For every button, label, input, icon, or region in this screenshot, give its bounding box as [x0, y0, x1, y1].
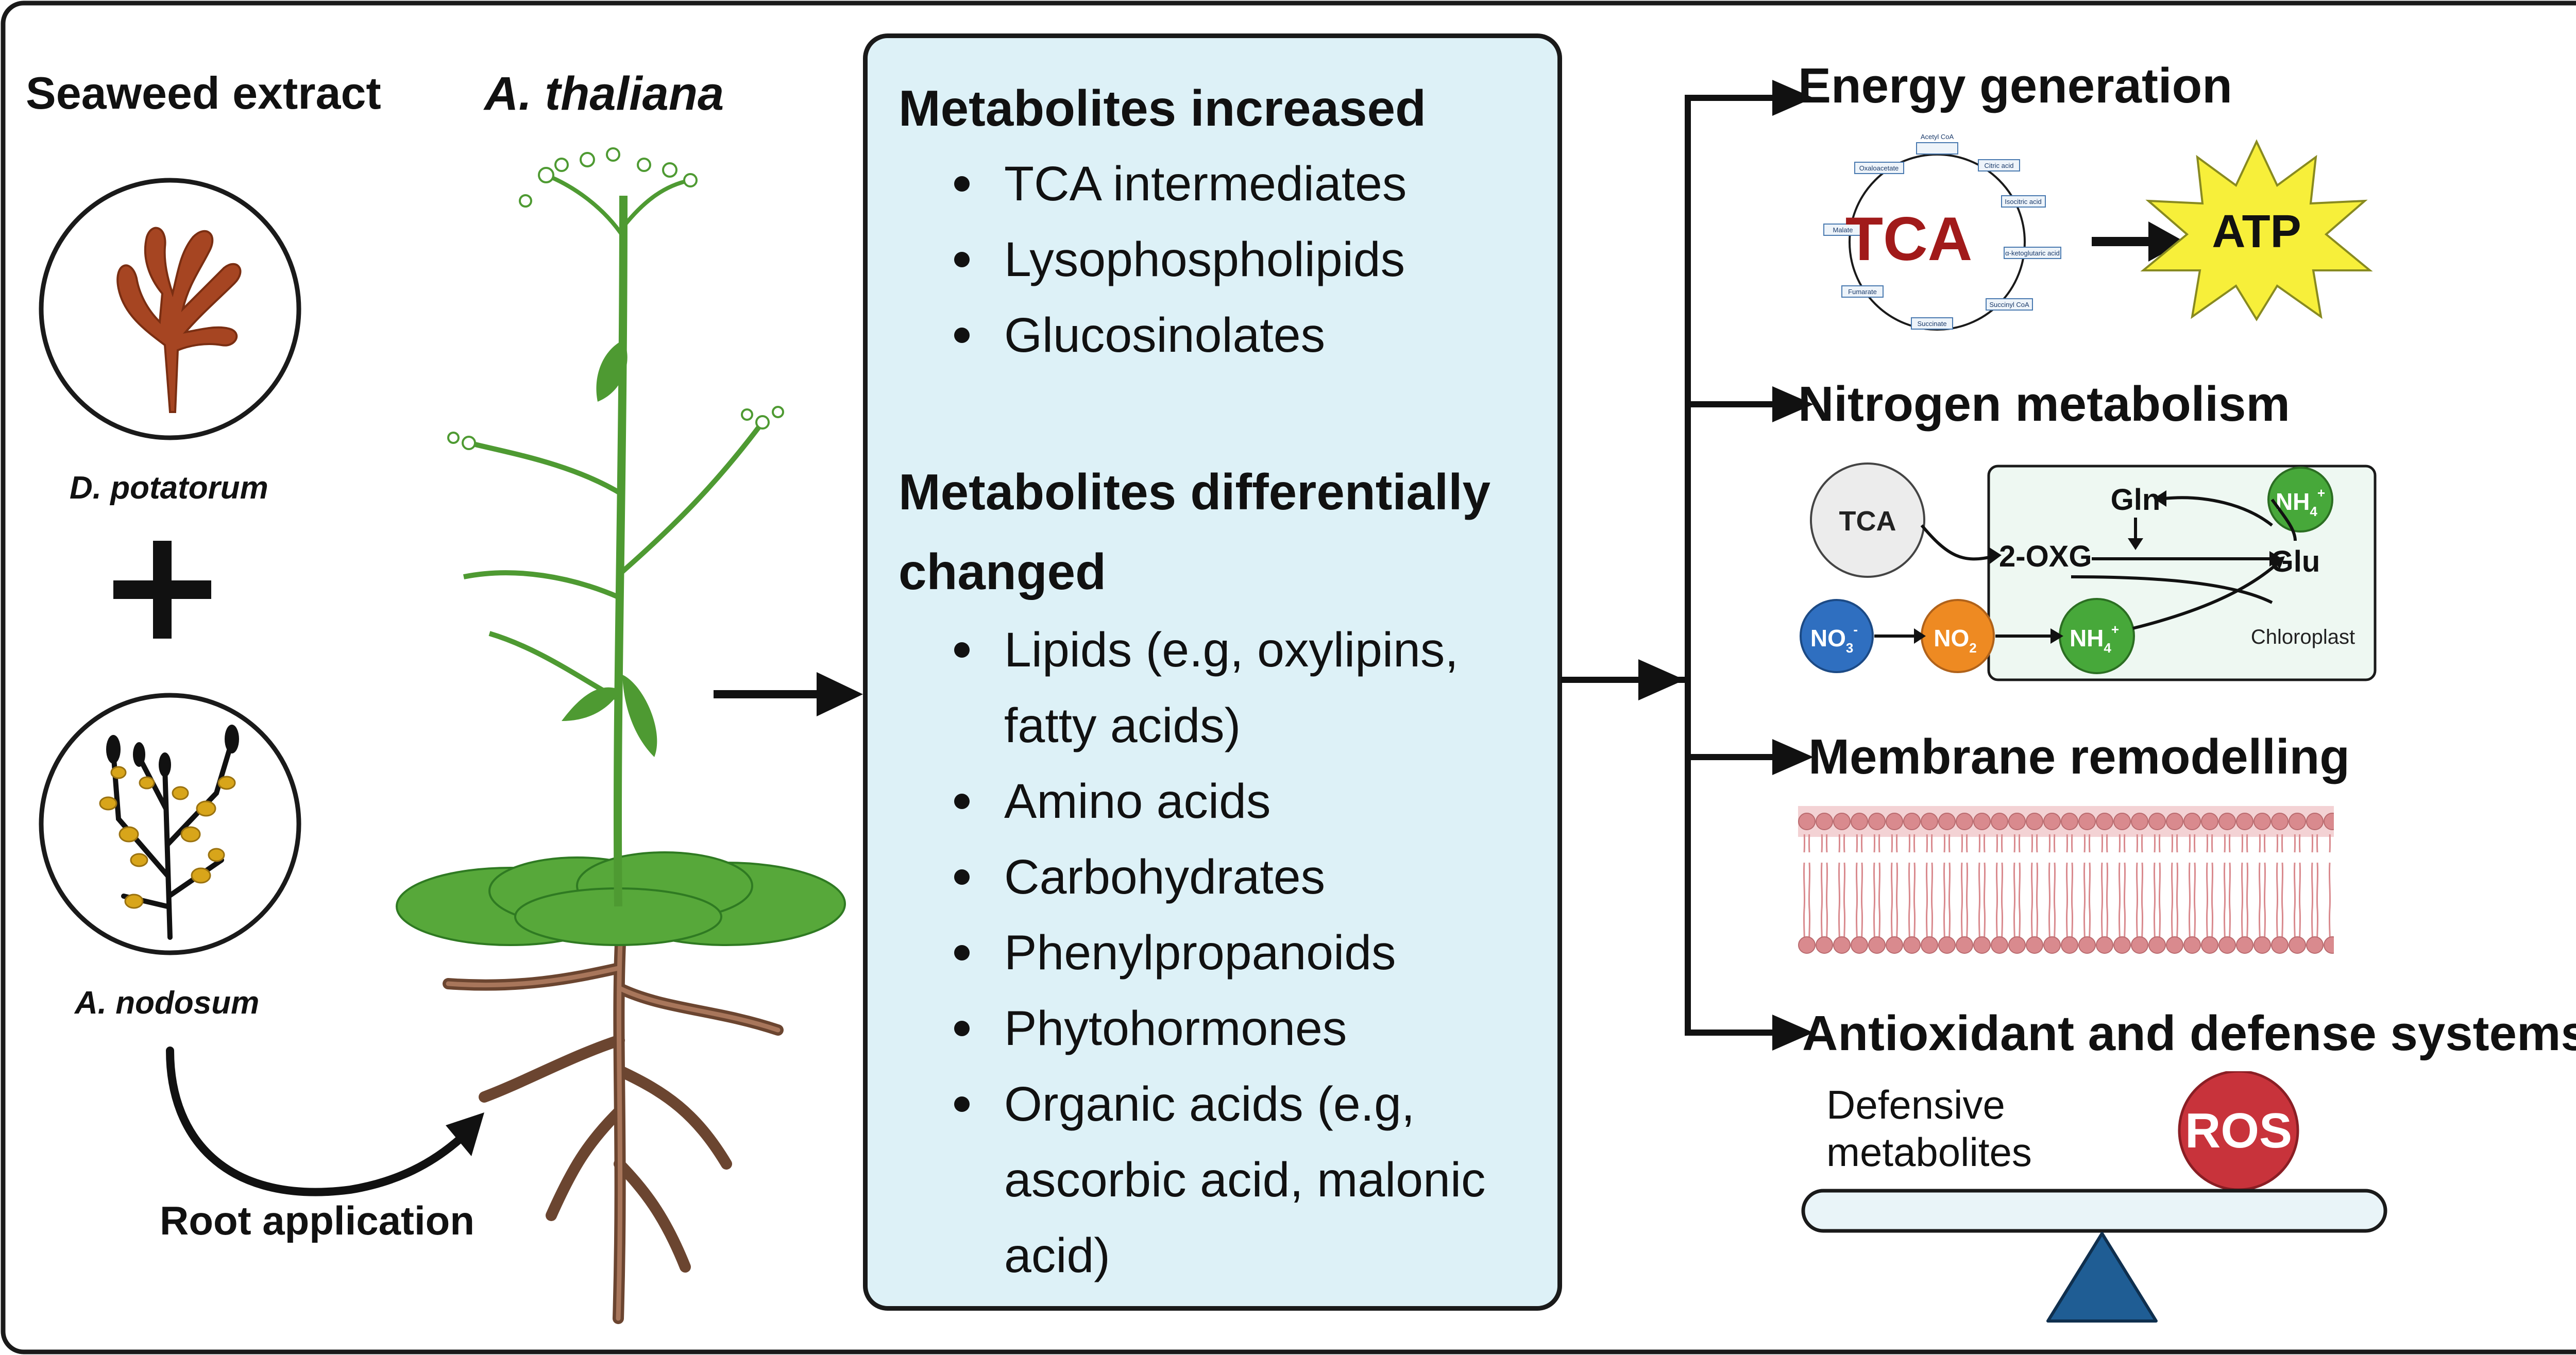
branch-arrows	[1561, 80, 1814, 1051]
root-application-label: Root application	[160, 1198, 474, 1243]
ros-label: ROS	[2185, 1103, 2292, 1158]
nitrogen-metabolism-diagram: TCA NH4+ Gln 2-OXG Glu NO3- NO2 NH4+ Chl…	[1800, 462, 2377, 681]
cycle-label: Succinyl CoA	[1989, 301, 2029, 308]
list-item-continuation: ascorbic acid, malonic	[1004, 1153, 1486, 1207]
list-item: Carbohydrates	[899, 839, 1486, 915]
list-item: TCA intermediates	[899, 146, 1406, 222]
svg-text:NO3-: NO3-	[1810, 622, 1858, 656]
defensive-metabolites-line2: metabolites	[1826, 1129, 2032, 1175]
tca-cycle-diagram: Acetyl CoA Citric acid Isocitric acid α-…	[1823, 133, 2061, 331]
cycle-label: Acetyl CoA	[1921, 133, 1954, 141]
species-d-potatorum-label: D. potatorum	[70, 470, 268, 506]
no3-label: NO	[1810, 625, 1846, 651]
seaweed-extract-title: Seaweed extract	[26, 67, 381, 118]
cycle-label: α-ketoglutaric acid	[2005, 249, 2060, 257]
nh4-sub: 4	[2310, 504, 2317, 519]
no2-label: NO	[1934, 625, 1969, 651]
energy-generation-title: Energy generation	[1798, 58, 2232, 113]
arabidopsis-plant-illustration	[396, 147, 846, 1324]
antioxidant-title: Antioxidant and defense systems	[1802, 1006, 2576, 1061]
plus-icon	[113, 541, 211, 639]
cycle-label: Succinate	[1917, 320, 1946, 328]
no3-sub: 3	[1846, 640, 1853, 656]
plant-title: A. thaliana	[484, 67, 724, 120]
nh4-charge: +	[2317, 485, 2325, 501]
metabolites-changed-heading-line2: changed	[899, 543, 1106, 600]
defensive-metabolites-line1: Defensive	[1826, 1082, 2005, 1127]
membrane-remodelling-title: Membrane remodelling	[1808, 729, 2350, 784]
no2-sub: 2	[1969, 640, 1976, 656]
lipid-bilayer-illustration	[1798, 806, 2334, 966]
list-item-continuation: acid)	[1004, 1228, 1110, 1283]
arrow-to-metabolites	[714, 672, 863, 716]
list-item: Lysophospholipids	[899, 222, 1406, 298]
no3-charge: -	[1853, 622, 1858, 637]
cycle-label: Oxaloacetate	[1859, 164, 1899, 172]
d-potatorum-illustration	[39, 178, 301, 440]
oxg-label: 2-OXG	[1999, 540, 2092, 573]
species-a-nodosum-label: A. nodosum	[75, 985, 260, 1021]
svg-text:NO2: NO2	[1934, 625, 1976, 656]
nitrogen-tca-label: TCA	[1839, 506, 1896, 537]
tca-to-atp-arrow	[2092, 221, 2184, 262]
balance-scale-illustration: ROS	[1801, 1071, 2387, 1323]
nitrogen-metabolism-title: Nitrogen metabolism	[1798, 376, 2290, 432]
nh4-label-2: NH	[2070, 625, 2104, 651]
gln-label: Gln	[2111, 483, 2161, 517]
list-item: Organic acids (e.g,	[899, 1067, 1486, 1142]
cycle-label: Citric acid	[1984, 162, 2013, 169]
atp-label: ATP	[2212, 206, 2301, 258]
increased-list: TCA intermediates Lysophospholipids Gluc…	[899, 146, 1406, 373]
root-application-arrow	[166, 1047, 484, 1196]
metabolites-box: Metabolites increased TCA intermediates …	[863, 33, 1562, 1311]
nh4-sub-2: 4	[2104, 640, 2111, 656]
list-item: Phenylpropanoids	[899, 915, 1486, 991]
nh4-charge-2: +	[2111, 622, 2119, 637]
cycle-label: Isocitric acid	[2005, 198, 2042, 205]
list-item: Lipids (e.g, oxylipins,	[899, 612, 1486, 688]
list-item: Amino acids	[899, 764, 1486, 839]
list-item: Phytohormones	[899, 991, 1486, 1067]
cycle-label: Malate	[1833, 226, 1853, 234]
a-nodosum-illustration	[39, 693, 301, 955]
changed-list: Lipids (e.g, oxylipins, fatty acids) Ami…	[899, 612, 1486, 1294]
metabolites-changed-heading-line1: Metabolites differentially	[899, 464, 1491, 520]
list-item-continuation: fatty acids)	[1004, 698, 1241, 753]
cycle-label: Fumarate	[1848, 288, 1877, 296]
metabolites-increased-heading: Metabolites increased	[899, 80, 1426, 136]
list-item: Glucosinolates	[899, 298, 1406, 373]
svg-text:NH4+: NH4+	[2070, 622, 2119, 656]
atp-burst-icon: ATP	[2140, 139, 2373, 321]
chloroplast-label: Chloroplast	[2251, 626, 2355, 648]
tca-label: TCA	[1845, 204, 1973, 273]
